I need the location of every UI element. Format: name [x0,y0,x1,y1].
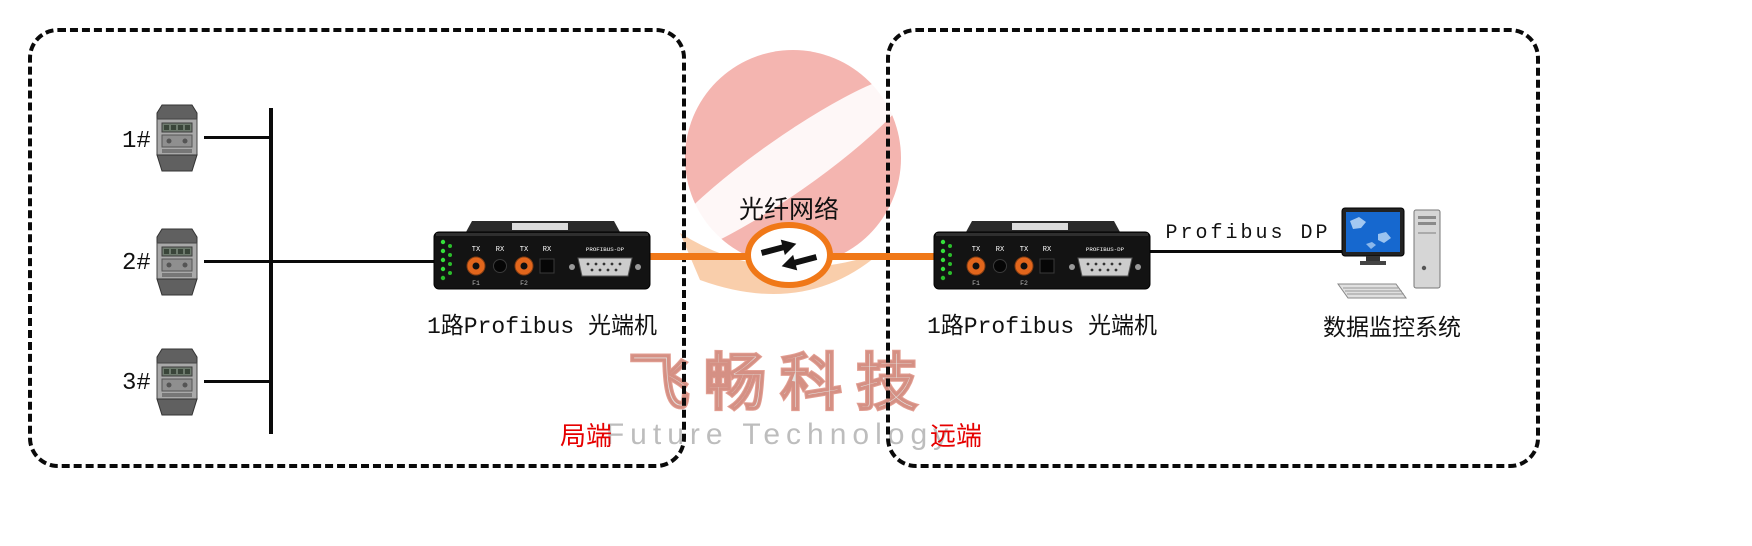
f2-label: F2 [520,280,528,287]
led-indicators [440,239,452,281]
rx-port-round [493,259,507,273]
computer-tower [1413,209,1441,289]
bus-to-device-line [272,260,434,263]
rx-port-square [1039,258,1055,274]
watermark-brand-text: 飞畅科技 [627,348,932,419]
remote-zone-boundary [886,28,1540,468]
fiber-converter-local: TX RX TX RX F1 F2 PROFIBUS-DP [433,221,651,290]
db9-connector [1069,257,1141,277]
profibus-connector-2 [156,228,198,296]
fiber-port-f1 [466,256,486,276]
profibus-dp-link-label: Profibus DP [1165,222,1331,245]
bidirectional-arrows-icon [760,239,818,271]
db9-connector [569,257,641,277]
local-zone-boundary [28,28,686,468]
local-device-caption: 1路Profibus 光端机 [426,314,658,340]
fiber-port-f2 [1014,256,1034,276]
computer-keyboard [1337,283,1407,299]
db9-label: PROFIBUS-DP [1086,246,1125,253]
node-1-label: 1# [122,128,151,155]
port-label-rx1: RX [996,246,1005,254]
node-2-label: 2# [122,250,151,277]
port-label-rx2: RX [543,246,552,254]
fiber-network-cloud [745,222,833,288]
rx-port-round [993,259,1007,273]
computer-monitor [1341,207,1405,265]
led-indicators [940,239,952,281]
profibus-connector-1 [156,104,198,172]
port-label-tx2: TX [520,246,529,254]
f1-label: F1 [472,280,480,287]
remote-device-caption: 1路Profibus 光端机 [926,314,1158,340]
monitoring-computer [1337,207,1441,299]
profibus-connector-3 [156,348,198,416]
port-label-rx1: RX [496,246,505,254]
node-3-label: 3# [122,370,151,397]
bus-stub-1 [204,136,272,139]
rx-port-square [539,258,555,274]
company-logo-watermark [659,50,915,295]
fiber-cloud-label: 光纤网络 [738,196,839,224]
remote-zone-label: 远端 [930,421,983,451]
bus-vertical-line [269,108,273,434]
local-zone-label: 局端 [560,421,613,451]
workstation-caption: 数据监控系统 [1323,314,1461,340]
profibus-dp-line [1148,250,1342,253]
bus-stub-2 [204,260,272,263]
fiber-port-f1 [966,256,986,276]
bus-stub-3 [204,380,272,383]
db9-label: PROFIBUS-DP [586,246,625,253]
fiber-converter-remote: TX RX TX RX F1 F2 PROFIBUS-DP [933,221,1151,290]
f2-label: F2 [1020,280,1028,287]
f1-label: F1 [972,280,980,287]
fiber-port-f2 [514,256,534,276]
port-label-rx2: RX [1043,246,1052,254]
port-label-tx2: TX [1020,246,1029,254]
port-label-tx1: TX [972,246,981,254]
port-label-tx1: TX [472,246,481,254]
